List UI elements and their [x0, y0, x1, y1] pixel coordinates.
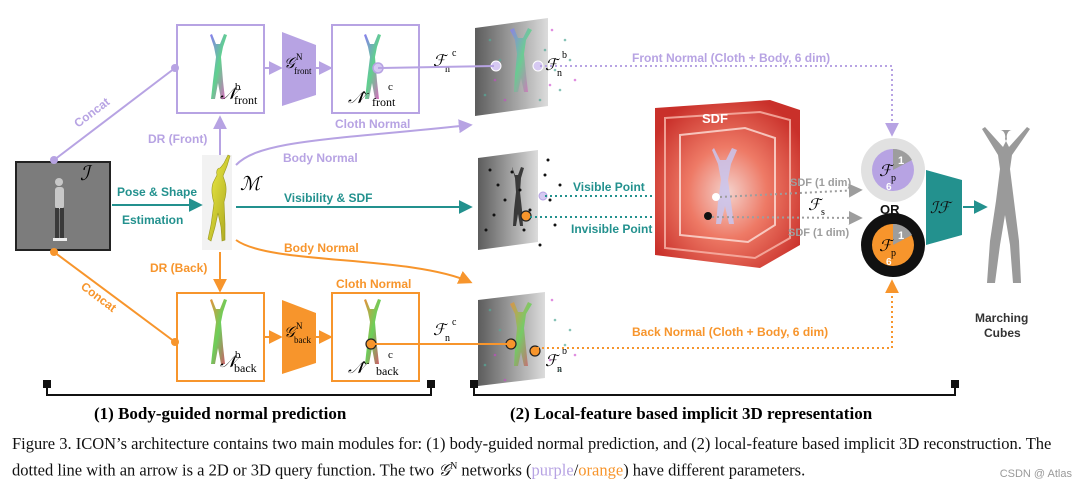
symbol-Nhat-back-sup: c	[388, 349, 393, 361]
symbol-Fnc-top: ℱ	[433, 53, 449, 70]
fp-back-six: 6	[886, 257, 892, 268]
label-cloth-normal-bottom: Cloth Normal	[336, 277, 411, 291]
concat-top-arrow	[53, 67, 176, 161]
symbol-G-back-sub: back	[294, 335, 311, 345]
caption-orange-word: orange	[578, 460, 624, 480]
front-feature-panel: ℱ n c ℱ n b	[433, 18, 577, 116]
back-normal-arrow	[537, 279, 899, 349]
label-body-normal-bottom: Body Normal	[284, 241, 359, 255]
label-visibility-sdf: Visibility & SDF	[284, 191, 372, 205]
label-sdf-1dim-bottom: SDF (1 dim)	[788, 227, 849, 239]
fp-back-circle: 1 ℱ p 6	[861, 213, 925, 277]
symbol-Nhat-back-sub: back	[376, 364, 399, 378]
body-normal-bottom-arrow	[235, 239, 473, 284]
fp-front-circle: 1 ℱ p 6	[861, 138, 925, 202]
symbol-N-back-sub: back	[234, 361, 257, 375]
fp-back-one: 1	[898, 230, 904, 242]
symbol-N-front-sup: b	[235, 81, 241, 93]
caption-slash: /	[573, 460, 579, 480]
symbol-Fnb-bot-sub: n	[557, 364, 562, 375]
symbol-Fnb-bot-sup: b	[562, 346, 567, 357]
label-cubes: Cubes	[984, 326, 1021, 340]
label-cloth-normal-top: Cloth Normal	[335, 117, 410, 131]
network-g-front: 𝒢 N front	[282, 32, 316, 106]
symbol-IF: ℐℱ	[930, 200, 954, 217]
symbol-G-front: 𝒢	[284, 56, 297, 72]
symbol-G-back-sup: N	[296, 321, 303, 331]
symbol-Fnc-bot-sub: n	[445, 333, 450, 344]
sdf-top-arrow	[719, 183, 863, 198]
symbol-Fp-bot-sub: p	[891, 248, 896, 259]
label-marching: Marching	[975, 311, 1028, 325]
label-dr-front: DR (Front)	[148, 132, 207, 146]
symbol-Fs-sub: s	[821, 207, 825, 218]
implicit-function-network: ℐℱ	[926, 170, 988, 245]
cloth-normal-front-box: 𝒩̂ c front	[331, 24, 420, 114]
symbol-Fp-top-sub: p	[891, 173, 896, 184]
label-pose-shape: Pose & Shape	[117, 185, 197, 199]
symbol-G-back: 𝒢	[284, 325, 297, 341]
symbol-Nhat-front-sup: c	[388, 81, 393, 93]
body-normal-top-arrow	[235, 119, 473, 166]
cloth-normal-back-box: 𝒩̂ c back	[331, 292, 420, 382]
label-sdf: SDF	[702, 111, 728, 126]
label-invisible-point: Invisible Point	[571, 222, 652, 236]
label-dr-back: DR (Back)	[150, 261, 207, 275]
label-back-normal: Back Normal (Cloth + Body, 6 dim)	[632, 325, 828, 339]
label-module2: (2) Local-feature based implicit 3D repr…	[510, 404, 873, 423]
caption-part1: Figure 3. ICON’s architecture contains t…	[12, 434, 1052, 480]
caption-g-symbol: 𝒢	[438, 460, 451, 480]
label-front-normal: Front Normal (Cloth + Body, 6 dim)	[632, 51, 830, 65]
network-g-back: 𝒢 N back	[282, 300, 316, 374]
module2-bracket	[470, 380, 959, 396]
symbol-Fnb-top-sup: b	[562, 50, 567, 61]
label-concat-top: Concat	[71, 95, 112, 131]
symbol-G-front-sub: front	[294, 66, 312, 76]
normal-back-box: 𝒩 b back	[176, 292, 265, 382]
symbol-N-front-sub: front	[234, 93, 258, 107]
caption-part2: networks (	[457, 460, 532, 480]
caption-g-sup: N	[450, 461, 458, 472]
symbol-Fnc-top-sup: c	[452, 48, 457, 59]
symbol-Fnc-bot: ℱ	[433, 322, 449, 339]
sdf-volume: SDF	[655, 100, 800, 268]
sdf-feature-panel	[478, 150, 562, 250]
symbol-Fnb-bot: ℱ	[545, 353, 561, 370]
caption-purple-word: purple	[531, 460, 574, 480]
symbol-N-back-sup: b	[235, 349, 241, 361]
fp-front-one: 1	[898, 155, 904, 167]
front-normal-arrow	[540, 65, 899, 137]
watermark: CSDN @ Atlas	[999, 468, 1072, 480]
concat-bottom-arrow	[53, 251, 176, 343]
caption-part3: ) have different parameters.	[623, 460, 806, 480]
symbol-Nhat-front-sub: front	[372, 95, 396, 109]
symbol-Fnc-top-sub: n	[445, 64, 450, 75]
reconstructed-mesh: Marching Cubes	[975, 127, 1030, 340]
symbol-Fs: ℱ	[808, 197, 824, 214]
symbol-G-front-sup: N	[296, 52, 303, 62]
symbol-Fnb-top-sub: n	[557, 68, 562, 79]
back-feature-panel: ℱ n c ℱ n b	[433, 292, 577, 386]
label-visible-point: Visible Point	[573, 180, 645, 194]
module1-bracket	[43, 380, 435, 396]
label-sdf-1dim-top: SDF (1 dim)	[790, 177, 851, 189]
symbol-Fp-bot: ℱ	[879, 238, 895, 255]
symbol-Fnb-top: ℱ	[545, 57, 561, 74]
label-estimation: Estimation	[122, 213, 183, 227]
symbol-Fp-top: ℱ	[879, 163, 895, 180]
figure-caption: Figure 3. ICON’s architecture contains t…	[12, 432, 1074, 482]
fp-front-six: 6	[886, 182, 892, 193]
label-body-normal-top: Body Normal	[283, 151, 358, 165]
symbol-M: ℳ	[240, 174, 263, 195]
symbol-Fnc-bot-sup: c	[452, 317, 457, 328]
body-mesh: ℳ	[202, 154, 263, 250]
normal-front-box: 𝒩 b front	[176, 24, 265, 114]
label-module1: (1) Body-guided normal prediction	[94, 404, 347, 423]
input-image: ℐ	[15, 161, 111, 251]
